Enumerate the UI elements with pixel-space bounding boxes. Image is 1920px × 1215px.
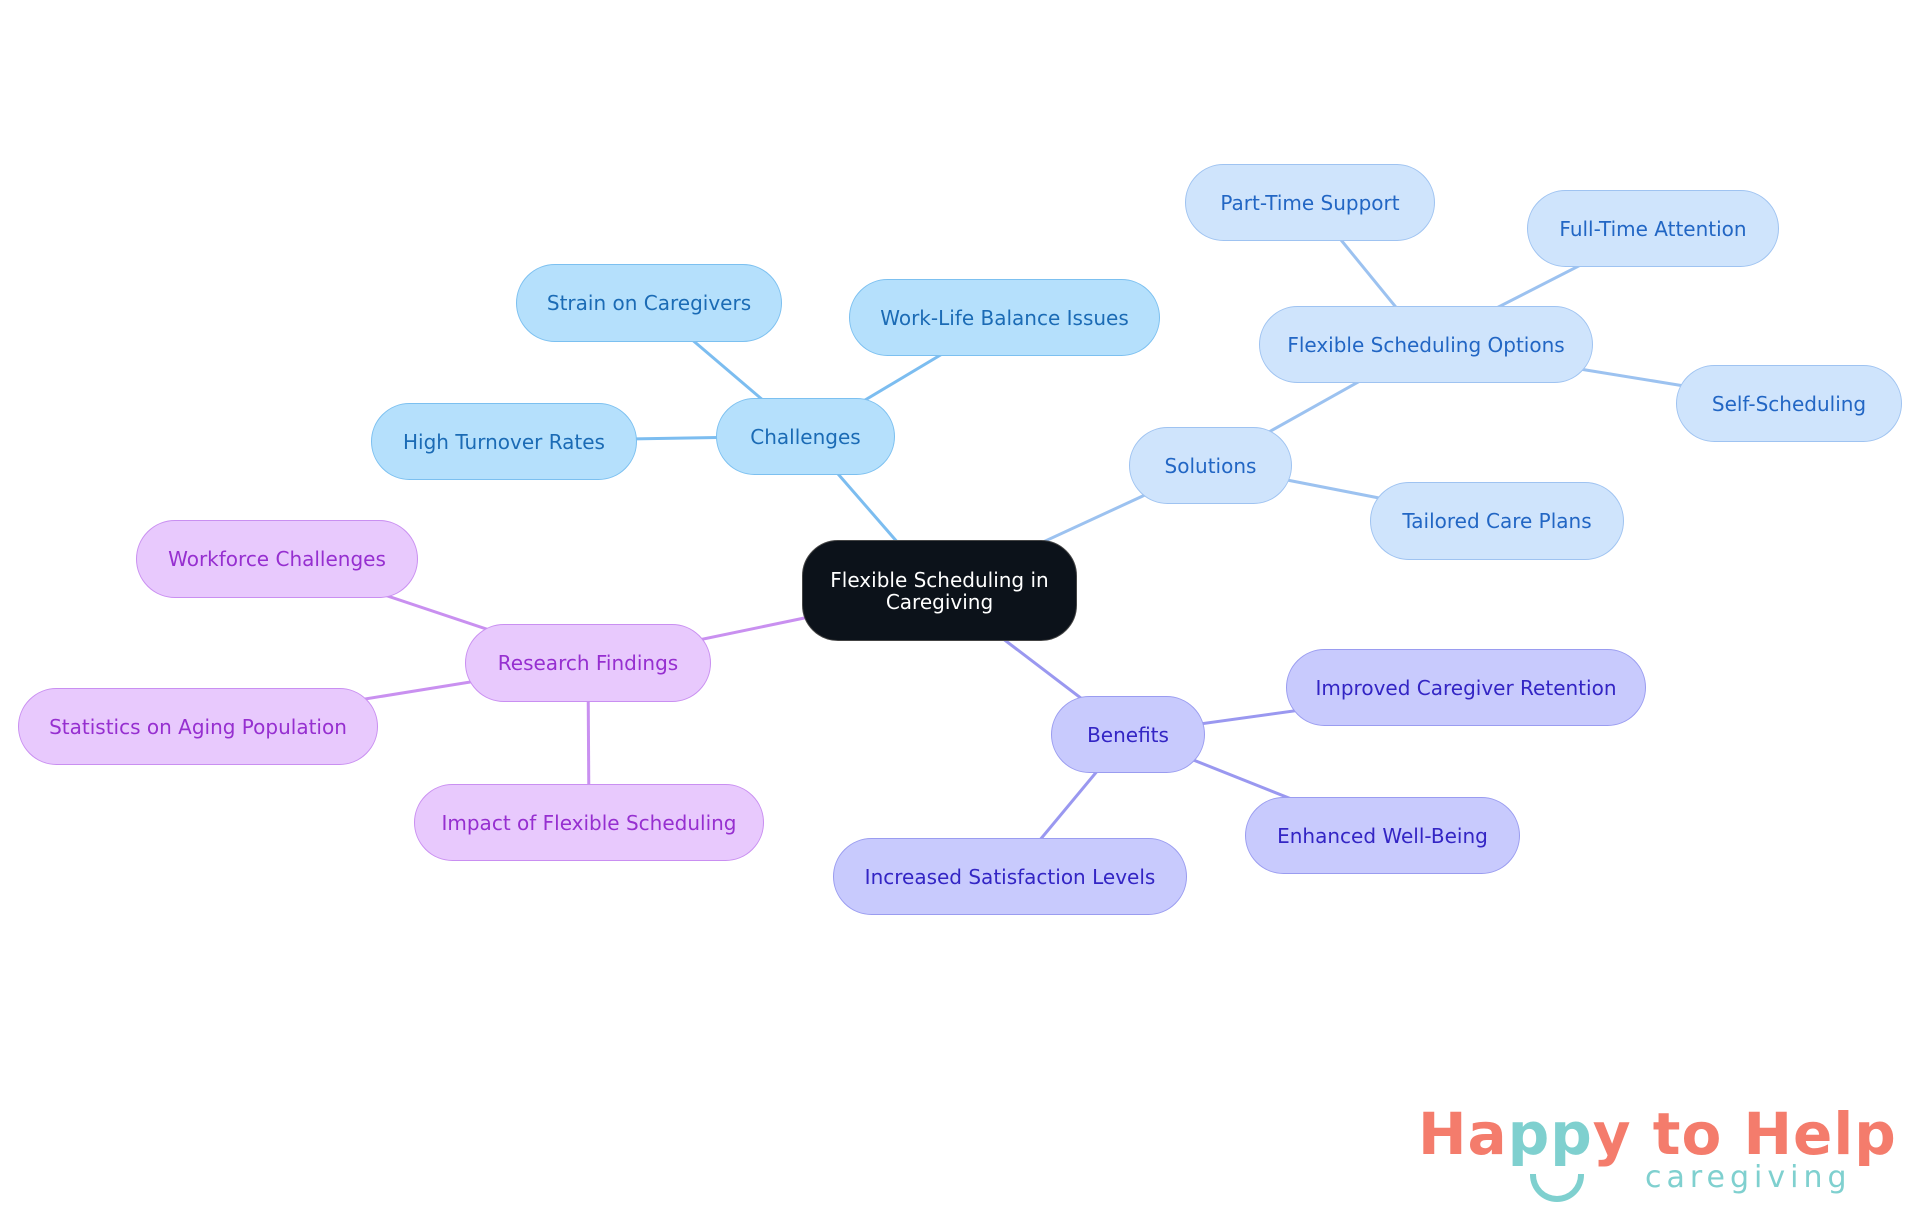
- node-aging-statistics[interactable]: Statistics on Aging Population: [18, 688, 378, 765]
- node-workforce-challenges[interactable]: Workforce Challenges: [136, 520, 418, 598]
- node-part-time-support[interactable]: Part-Time Support: [1185, 164, 1435, 241]
- smile-icon: [1530, 1174, 1584, 1202]
- node-impact-flexible-scheduling[interactable]: Impact of Flexible Scheduling: [414, 784, 764, 861]
- node-solutions[interactable]: Solutions: [1129, 427, 1292, 504]
- node-self-scheduling[interactable]: Self-Scheduling: [1676, 365, 1902, 442]
- node-improved-retention[interactable]: Improved Caregiver Retention: [1286, 649, 1646, 726]
- root-label: Flexible Scheduling in Caregiving: [830, 567, 1049, 614]
- node-full-time-attention[interactable]: Full-Time Attention: [1527, 190, 1779, 267]
- node-benefits[interactable]: Benefits: [1051, 696, 1205, 773]
- happy-to-help-logo: Happy to Help caregiving: [1418, 1100, 1896, 1210]
- node-tailored-care-plans[interactable]: Tailored Care Plans: [1370, 482, 1624, 560]
- node-increased-satisfaction[interactable]: Increased Satisfaction Levels: [833, 838, 1187, 915]
- node-challenges[interactable]: Challenges: [716, 398, 895, 475]
- node-strain-on-caregivers[interactable]: Strain on Caregivers: [516, 264, 782, 342]
- node-enhanced-well-being[interactable]: Enhanced Well-Being: [1245, 797, 1520, 874]
- node-high-turnover[interactable]: High Turnover Rates: [371, 403, 637, 480]
- node-work-life-balance[interactable]: Work-Life Balance Issues: [849, 279, 1160, 356]
- root-node[interactable]: Flexible Scheduling in Caregiving: [802, 540, 1077, 641]
- node-research-findings[interactable]: Research Findings: [465, 624, 711, 702]
- node-flexible-scheduling-options[interactable]: Flexible Scheduling Options: [1259, 306, 1593, 383]
